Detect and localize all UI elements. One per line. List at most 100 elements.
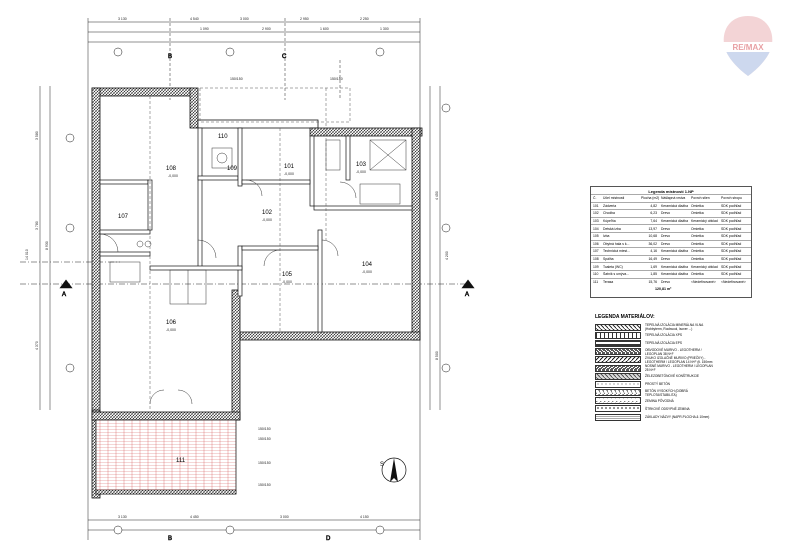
dim-text: 4 540 <box>190 17 199 21</box>
table-cell: SDK podhľad <box>721 203 742 208</box>
table-cell: 106 <box>593 241 599 246</box>
table-cell: 103 <box>593 219 599 224</box>
dim-text: 2 950 <box>300 17 309 21</box>
table-cell: 1,69 <box>650 264 657 269</box>
room-108: 108 -0,000 <box>166 166 178 178</box>
room-level: -0,000 <box>284 172 294 176</box>
material-label: TEPELNÁ IZOLÁCIA EPS <box>645 341 683 346</box>
room-number: 106 <box>166 320 177 326</box>
table-cell: 1,85 <box>650 272 657 277</box>
dim-text: 14 010 <box>25 249 29 260</box>
room-number: 109 <box>227 166 238 172</box>
dim-text: 3 000 <box>240 17 249 21</box>
material-label: TEPELNÁ IZOLÁCIA MINERÁLNA VLNA (Hobbyte… <box>645 323 704 332</box>
annotation-text: 150/150 <box>258 427 271 431</box>
room-103: 103 -0,000 <box>356 162 367 174</box>
table-cell: Omietka <box>691 203 704 208</box>
table-cell: 36,02 <box>648 241 658 246</box>
dim-text: 3 780 <box>35 221 39 230</box>
dim-text: 4 450 <box>190 515 199 519</box>
table-cell: SDK podhľad <box>721 234 742 239</box>
header-cell: Nášlapná vrstva <box>661 196 686 201</box>
table-cell: Omietka <box>691 234 704 239</box>
table-cell: Technická miest... <box>603 249 630 254</box>
room-number: 107 <box>118 214 129 220</box>
room-number: 110 <box>218 134 228 140</box>
north-label: S <box>380 462 384 468</box>
dim-text: 2 250 <box>360 17 369 21</box>
table-cell: 108 <box>593 257 599 262</box>
material-swatch <box>595 372 641 380</box>
table-cell: Drevo <box>661 211 671 216</box>
material-swatch <box>595 331 641 339</box>
bottom-dimensions: 3 130 4 450 3 000 4 150 <box>118 515 369 519</box>
terrace-deck <box>95 419 237 495</box>
dim-text: 3 580 <box>35 131 39 140</box>
dim-text: 4 370 <box>35 341 39 350</box>
table-cell: Obytná hala s k... <box>603 241 630 246</box>
room-level: -0,000 <box>362 270 372 274</box>
section-letter: D <box>326 536 331 542</box>
section-letter: B <box>168 536 172 542</box>
header-cell: Plocha (m2) <box>641 196 660 201</box>
remax-logo: RE/MAX <box>718 14 778 88</box>
table-cell: 13,97 <box>648 226 658 231</box>
list-item: PROSTÝ BETÓN <box>595 380 715 388</box>
table-cell: Keramická dlažba <box>661 219 688 224</box>
table-cell: Zádveria <box>603 203 617 208</box>
table-cell: Drevo <box>661 241 671 246</box>
material-swatch <box>595 348 641 356</box>
room-number: 101 <box>284 164 295 170</box>
table-cell: 102 <box>593 211 599 216</box>
room-number: 105 <box>282 272 293 278</box>
section-letter: B <box>168 54 172 60</box>
section-letter: C <box>282 54 287 60</box>
list-item: TEPELNÁ IZOLÁCIA MINERÁLNA VLNA (Hobbyte… <box>595 323 715 331</box>
material-legend: LEGENDA MATERIÁLOV: TEPELNÁ IZOLÁCIA MIN… <box>595 314 715 440</box>
section-letter: A <box>62 292 66 298</box>
material-label: ŽELEZOBETÓNOVÉ KONŠTRUKCIE <box>645 374 700 379</box>
table-cell: Omietka <box>691 257 704 262</box>
room-number: 111 <box>176 458 186 464</box>
table-cell: Omietka <box>691 241 704 246</box>
table-cell: 6,23 <box>650 211 657 216</box>
room-number: 102 <box>262 210 273 216</box>
section-letter: A <box>465 292 469 298</box>
material-swatch <box>595 413 641 421</box>
annotation-text: 150/150 <box>230 77 243 81</box>
material-swatch <box>595 397 641 405</box>
material-swatch <box>595 323 641 331</box>
list-item: TEPELNÁ IZOLÁCIA EPS <box>595 339 715 347</box>
table-cell: 110 <box>593 272 599 277</box>
material-swatch <box>595 364 641 372</box>
room-labels: 108 -0,000 110 109 101 -0,000 103 -0,000… <box>118 134 373 464</box>
room-level: -0,000 <box>282 280 292 284</box>
table-cell: SDK podhľad <box>721 226 742 231</box>
table-cell: Omietka <box>691 249 704 254</box>
dim-text: 3 000 <box>280 515 289 519</box>
annotation-text: 150/150 <box>258 461 271 465</box>
dim-text: 2 900 <box>262 27 271 31</box>
table-cell: Drevo <box>661 257 671 262</box>
material-label: ZÁKLADY NÁZVY (NAPR.PLOCHA & 10mm) <box>645 415 710 420</box>
table-cell: SDK podhľad <box>721 272 742 277</box>
material-label: OBVODOVÉ MURIVO - LEGOTHERM / LEGOPLAN 3… <box>645 347 702 356</box>
top-dimensions: 3 130 4 540 3 000 2 950 2 250 1 090 2 90… <box>118 17 389 31</box>
list-item: ŠTRKOVÉ ODSYPNÉ ZEMINA <box>595 405 715 413</box>
table-cell: SDK podhľad <box>721 249 742 254</box>
material-swatch <box>595 389 641 397</box>
dim-text: 1 090 <box>200 27 209 31</box>
table-cell: Keramická dlažba <box>661 203 688 208</box>
table-cell: Izba <box>603 234 610 239</box>
table-cell: 111 <box>593 279 599 284</box>
table-cell: Omietka <box>691 211 704 216</box>
room-level: -0,000 <box>166 328 176 332</box>
dim-text: 1 600 <box>320 27 329 31</box>
